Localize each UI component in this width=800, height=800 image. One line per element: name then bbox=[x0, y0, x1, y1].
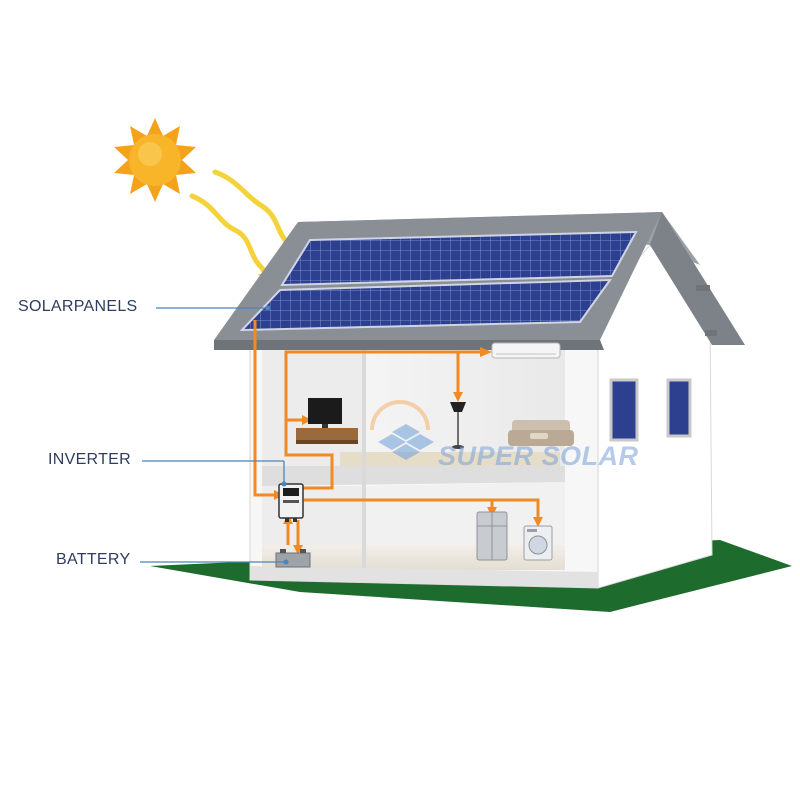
side-window bbox=[666, 378, 692, 438]
callout-dots bbox=[265, 305, 289, 565]
solar-panels-label: SOLARPANELS bbox=[18, 298, 138, 315]
inverter-icon bbox=[278, 483, 304, 522]
sun-icon bbox=[114, 118, 196, 202]
callout-lines bbox=[140, 307, 286, 563]
inverter-label: INVERTER bbox=[48, 451, 132, 468]
washing-machine-icon bbox=[523, 525, 553, 561]
fridge-icon bbox=[476, 511, 508, 561]
sunbeam-wave bbox=[189, 193, 271, 281]
watermark-text: SUPER SOLAR bbox=[438, 441, 639, 471]
air-conditioner-icon bbox=[491, 342, 561, 359]
watermark-logo-icon bbox=[370, 400, 434, 460]
power-wiring bbox=[253, 320, 540, 548]
side-window bbox=[609, 378, 639, 442]
sunbeam-wave bbox=[212, 169, 293, 248]
sofa-icon bbox=[508, 420, 574, 446]
solar-panels bbox=[239, 230, 638, 332]
lamp-icon bbox=[450, 402, 466, 449]
tv-icon bbox=[296, 398, 358, 444]
battery-label: BATTERY bbox=[56, 551, 131, 568]
